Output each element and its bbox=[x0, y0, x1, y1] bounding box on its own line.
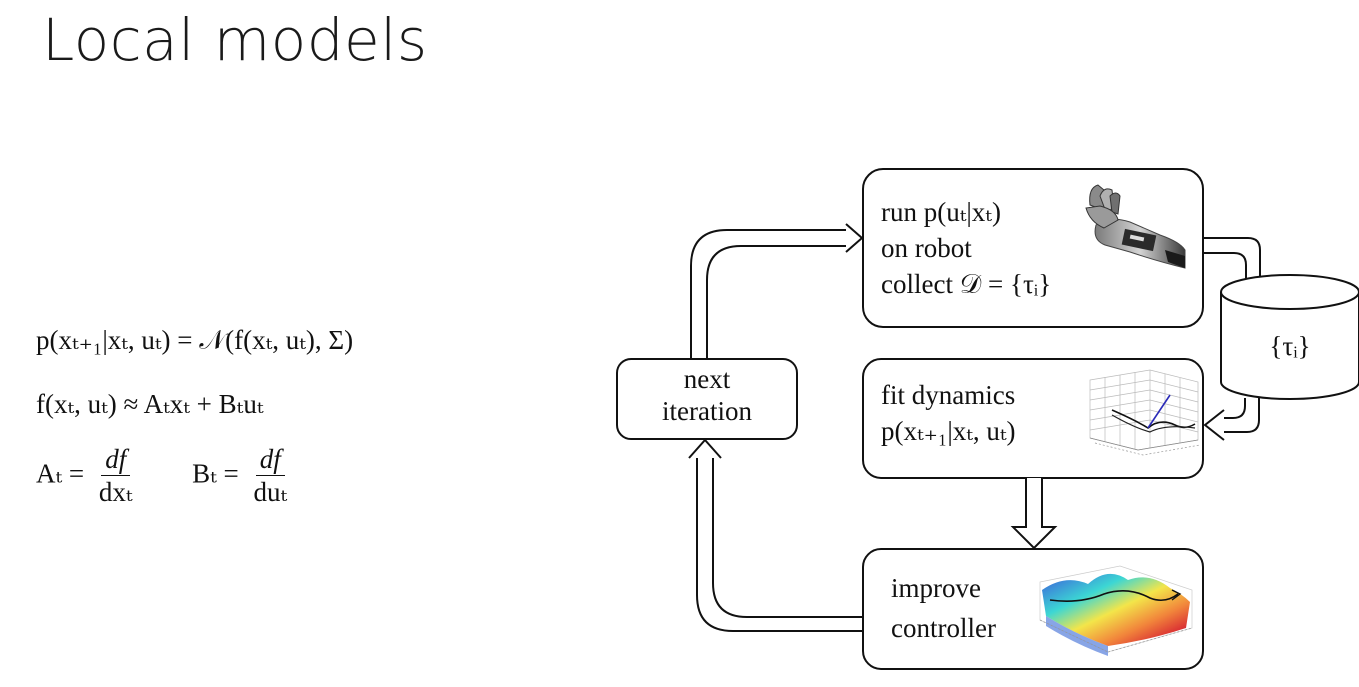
improve-box-text: improve controller bbox=[891, 568, 996, 648]
cost-surface-plot-icon bbox=[1039, 565, 1193, 656]
run-box-line2: on robot bbox=[881, 233, 972, 263]
fit-box-text: fit dynamics p(xₜ₊₁|xₜ, uₜ) bbox=[881, 377, 1016, 449]
improve-box-line2: controller bbox=[891, 613, 996, 643]
arrow-next-to-run bbox=[690, 223, 864, 359]
fraction-df-dx: df dxₜ bbox=[95, 444, 137, 508]
arrow-fit-to-improve bbox=[1010, 478, 1058, 550]
3d-trajectory-plot-icon bbox=[1089, 369, 1201, 456]
arrow-improve-to-next bbox=[688, 438, 863, 632]
fit-box-line1: fit dynamics bbox=[881, 380, 1016, 410]
fraction-denominator: dxₜ bbox=[98, 477, 133, 508]
next-iteration-text: next iteration bbox=[617, 363, 797, 427]
run-box-text: run p(uₜ|xₜ) on robot collect 𝒟 = {τᵢ} bbox=[881, 194, 1051, 302]
arrow-data-to-fit bbox=[1203, 398, 1260, 441]
next-iteration-line1: next bbox=[683, 364, 731, 394]
fraction-numerator: df bbox=[101, 444, 131, 477]
fraction-denominator: duₜ bbox=[253, 477, 288, 508]
fraction-numerator: df bbox=[255, 444, 285, 477]
run-box-line3: collect 𝒟 = {τᵢ} bbox=[881, 269, 1052, 299]
fit-box-line2: p(xₜ₊₁|xₜ, uₜ) bbox=[881, 416, 1016, 446]
run-box-line1: run p(uₜ|xₜ) bbox=[881, 197, 1001, 227]
equation-linearization: f(xₜ, uₜ) ≈ Aₜxₜ + Bₜuₜ bbox=[36, 389, 264, 419]
slide-title: Local models bbox=[42, 6, 428, 74]
fraction-df-du: df duₜ bbox=[249, 444, 291, 508]
robot-hand-icon bbox=[1085, 184, 1186, 269]
equation-jacobians: Aₜ = df dxₜ Bₜ = df duₜ bbox=[36, 444, 295, 508]
improve-box-line1: improve bbox=[891, 573, 981, 603]
arrow-run-to-data bbox=[1203, 237, 1261, 279]
equation-a-lhs: Aₜ = bbox=[36, 458, 85, 489]
dataset-cylinder bbox=[1220, 274, 1359, 400]
dataset-label: {τᵢ} bbox=[1269, 331, 1311, 361]
equation-b-lhs: Bₜ = bbox=[192, 458, 239, 489]
equation-dynamics-gaussian: p(xₜ₊₁|xₜ, uₜ) = 𝒩(f(xₜ, uₜ), Σ) bbox=[36, 325, 354, 355]
next-iteration-line2: iteration bbox=[662, 396, 752, 426]
